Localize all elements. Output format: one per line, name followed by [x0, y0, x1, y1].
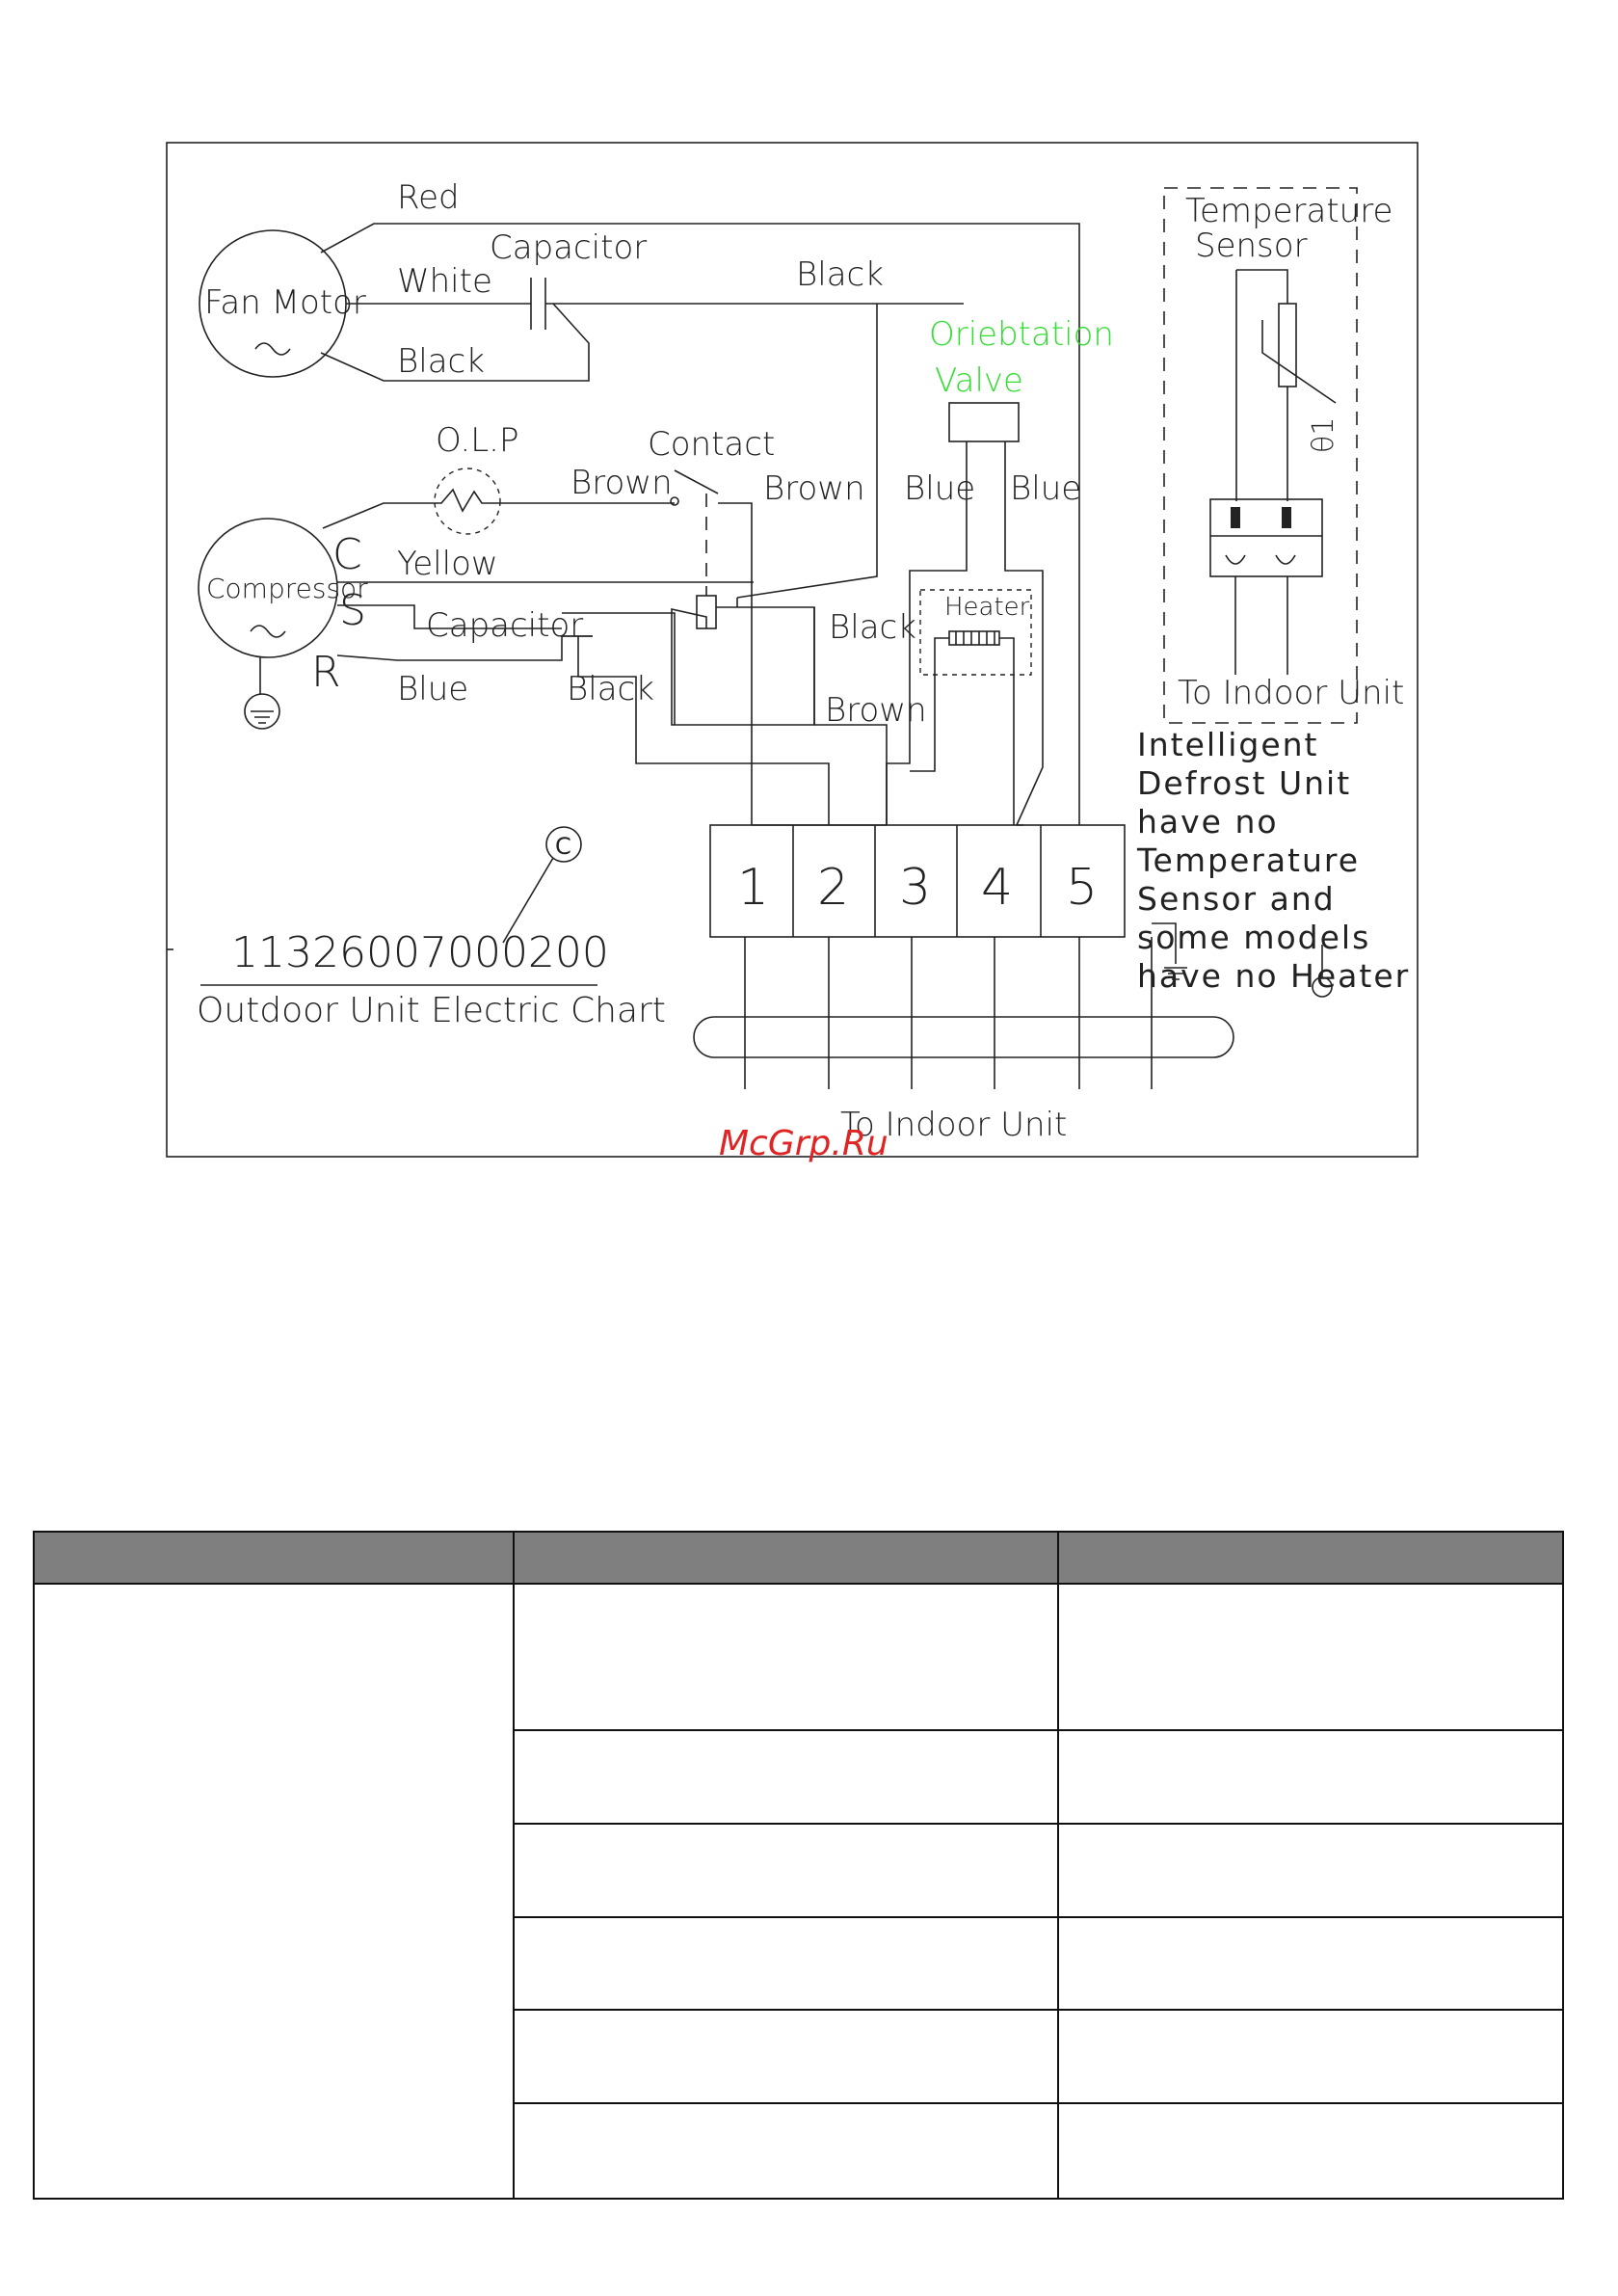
wire-label-white: White	[397, 262, 492, 301]
terminal-2: 2	[817, 859, 849, 917]
theta-label: θ1	[1307, 417, 1340, 453]
table-cell	[1057, 2009, 1564, 2105]
to-indoor-unit-sensor: To Indoor Unit	[1178, 674, 1404, 712]
sensor-connector	[1209, 498, 1323, 577]
temp-sensor-label-2: Sensor	[1195, 227, 1308, 265]
temp-sensor-label-1: Temperature	[1185, 192, 1393, 230]
svg-text:Temperature: Temperature	[1136, 841, 1360, 879]
spec-table	[33, 1531, 1564, 2200]
table-header-cell	[33, 1531, 515, 1585]
table-cell	[513, 1729, 1059, 1825]
table-row	[34, 2009, 1564, 2105]
wire-label-black-top: Black	[796, 255, 884, 294]
terminal-4: 4	[981, 859, 1013, 917]
fan-motor: Fan Motor	[199, 229, 366, 378]
table-cell	[1057, 1729, 1564, 1825]
olp-label: O.L.P	[436, 421, 518, 460]
table-row	[34, 2102, 1564, 2200]
watermark: McGrp.Ru	[719, 1124, 889, 1163]
temperature-sensor-box	[1163, 187, 1358, 724]
heater-box	[919, 589, 1032, 676]
table-cell	[1057, 1582, 1564, 1732]
svg-text:C: C	[555, 833, 571, 860]
svg-text:Intelligent: Intelligent	[1137, 726, 1319, 763]
table-header-cell	[1057, 1531, 1564, 1585]
table-cell	[33, 1583, 515, 2200]
wire-label-black-fan: Black	[397, 342, 485, 381]
olp-symbol	[434, 467, 501, 535]
diagram-frame	[166, 142, 1419, 1158]
table-row	[34, 1823, 1564, 1918]
wire-label-blue-right: Blue	[1010, 469, 1081, 508]
wire-label-red: Red	[397, 178, 460, 217]
terminal-c-label: C	[332, 530, 362, 579]
orientation-valve-label-1: Oriebtation	[929, 315, 1114, 354]
part-number: 11326007000200	[231, 928, 609, 977]
heater-label: Heater	[944, 593, 1030, 622]
to-indoor-unit-bottom: To Indoor Unit	[840, 1106, 1067, 1144]
wire-label-yellow: Yellow	[397, 545, 498, 583]
terminal-r-label: R	[311, 648, 341, 697]
table-row	[33, 1582, 1564, 2200]
wire-label-black-bottom: Black	[567, 670, 654, 708]
defrost-note: Intelligent Defrost Unit have no Tempera…	[1136, 726, 1410, 995]
orientation-valve	[948, 402, 1020, 442]
table-cell	[513, 1582, 1059, 1732]
table-cell	[1057, 1915, 1564, 2012]
table-cell	[513, 1823, 1059, 1918]
table-cell	[1057, 2102, 1564, 2200]
wire-label-brown-left: Brown	[570, 464, 673, 502]
table-header-cell	[513, 1531, 1059, 1585]
cable-clamp	[693, 1016, 1234, 1058]
table-row	[34, 1915, 1564, 2012]
fan-capacitor-label: Capacitor	[490, 228, 647, 267]
svg-text:have no: have no	[1137, 803, 1279, 841]
wire-label-black-mid: Black	[829, 608, 916, 647]
compressor: Compressor	[198, 518, 368, 658]
compressor-ground-icon	[244, 693, 280, 730]
svg-text:Defrost Unit: Defrost Unit	[1137, 764, 1351, 802]
table-cell	[1057, 1823, 1564, 1918]
svg-text:have no Heater: have no Heater	[1137, 957, 1410, 995]
outdoor-unit-wiring-diagram: Fan Motor Red White Black Capacitor Blac…	[166, 142, 1419, 1163]
compressor-label: Compressor	[206, 573, 368, 604]
terminal-3: 3	[899, 859, 931, 917]
table-cell	[513, 2009, 1059, 2105]
fan-motor-label: Fan Motor	[204, 283, 366, 322]
orientation-valve-label-2: Valve	[935, 361, 1023, 400]
terminal-block: 1 2 3 4 5	[709, 824, 1126, 938]
compressor-capacitor-label: Capacitor	[426, 606, 583, 645]
contact-label: Contact	[648, 425, 775, 464]
terminal-5: 5	[1066, 859, 1098, 917]
wire-label-blue-bottom: Blue	[397, 670, 468, 708]
terminal-1: 1	[737, 859, 769, 917]
table-header-row	[33, 1531, 1564, 1585]
svg-text:Sensor and: Sensor and	[1137, 880, 1336, 918]
terminal-s-label: S	[339, 586, 366, 635]
svg-text:some models: some models	[1137, 919, 1370, 956]
table-row	[34, 1729, 1564, 1825]
table-cell	[513, 2102, 1059, 2200]
wire-label-blue-left: Blue	[904, 469, 975, 508]
chart-title: Outdoor Unit Electric Chart	[197, 991, 666, 1030]
wire-label-brown-right: Brown	[763, 469, 865, 508]
wire-label-brown-bottom: Brown	[825, 691, 927, 730]
table-cell	[513, 1915, 1059, 2012]
c-mark	[545, 826, 582, 863]
